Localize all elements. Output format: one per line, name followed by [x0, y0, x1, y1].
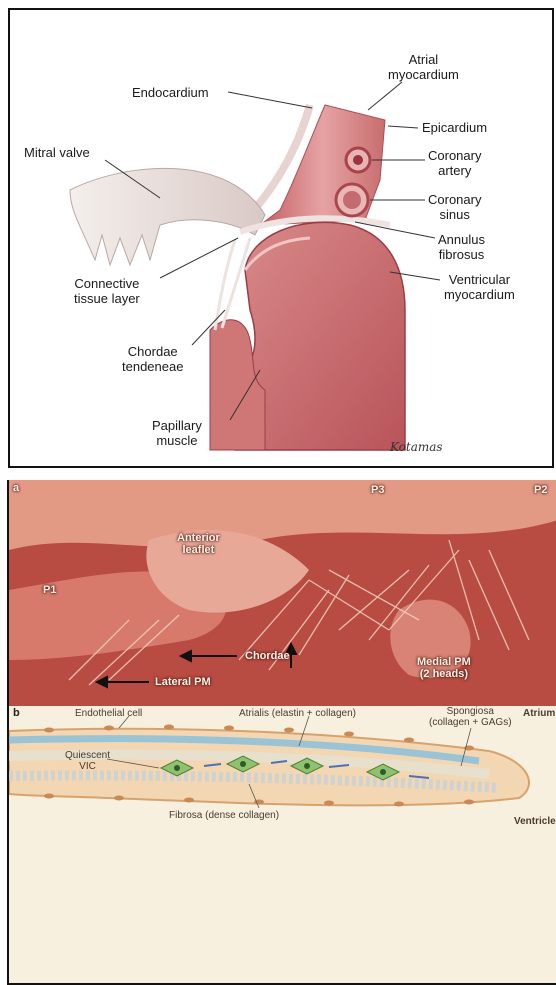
label-p3: P3 — [371, 484, 384, 496]
label-quiescent-vic: Quiescent VIC — [65, 750, 110, 772]
mitral-valve-anatomy-illustration: Endocardium Atrial myocardium Epicardium… — [8, 8, 554, 468]
label-mitral-valve: Mitral valve — [24, 145, 90, 160]
photo-drawing — [9, 480, 556, 706]
label-connective-tissue-layer: Connective tissue layer — [74, 276, 140, 306]
valve-layers-schematic: b Endothelial cell Atrialis (elastin + c… — [7, 706, 556, 985]
label-coronary-artery: Coronary artery — [428, 148, 481, 178]
label-ventricular-myocardium: Ventricular myocardium — [444, 272, 515, 302]
label-fibrosa: Fibrosa (dense collagen) — [169, 810, 279, 821]
label-chordae-tendeneae: Chordae tendeneae — [122, 344, 183, 374]
chordae-strands — [215, 238, 250, 330]
panel-letter-b: b — [13, 707, 20, 719]
label-epicardium: Epicardium — [422, 120, 487, 135]
label-endocardium: Endocardium — [132, 85, 209, 100]
label-endothelial-cell: Endothelial cell — [75, 708, 142, 719]
illustrator-signature: Kotamas — [390, 440, 443, 454]
label-spongiosa: Spongiosa (collagen + GAGs) — [429, 706, 512, 728]
panel-letter-a: a — [13, 482, 19, 494]
label-atrial-myocardium: Atrial myocardium — [388, 52, 459, 82]
label-annulus-fibrosus: Annulus fibrosus — [438, 232, 485, 262]
label-p1: P1 — [43, 584, 56, 596]
label-anterior-leaflet: Anterior leaflet — [177, 532, 220, 556]
label-atrialis: Atrialis (elastin + collagen) — [239, 708, 356, 719]
label-atrium: Atrium — [523, 708, 555, 719]
label-lateral-pm: Lateral PM — [155, 676, 211, 688]
label-chordae: Chordae — [245, 650, 290, 662]
label-medial-pm: Medial PM (2 heads) — [417, 656, 471, 680]
mitral-valve-photo: a P3 P2 Anterior leaflet P1 Chordae Medi… — [7, 480, 556, 706]
label-ventricle: Ventricle — [514, 816, 556, 827]
schematic-drawing — [9, 706, 556, 985]
label-p2: P2 — [534, 484, 547, 496]
label-coronary-sinus: Coronary sinus — [428, 192, 481, 222]
label-papillary-muscle: Papillary muscle — [152, 418, 202, 448]
mitral-valve-leaflet — [70, 168, 265, 265]
